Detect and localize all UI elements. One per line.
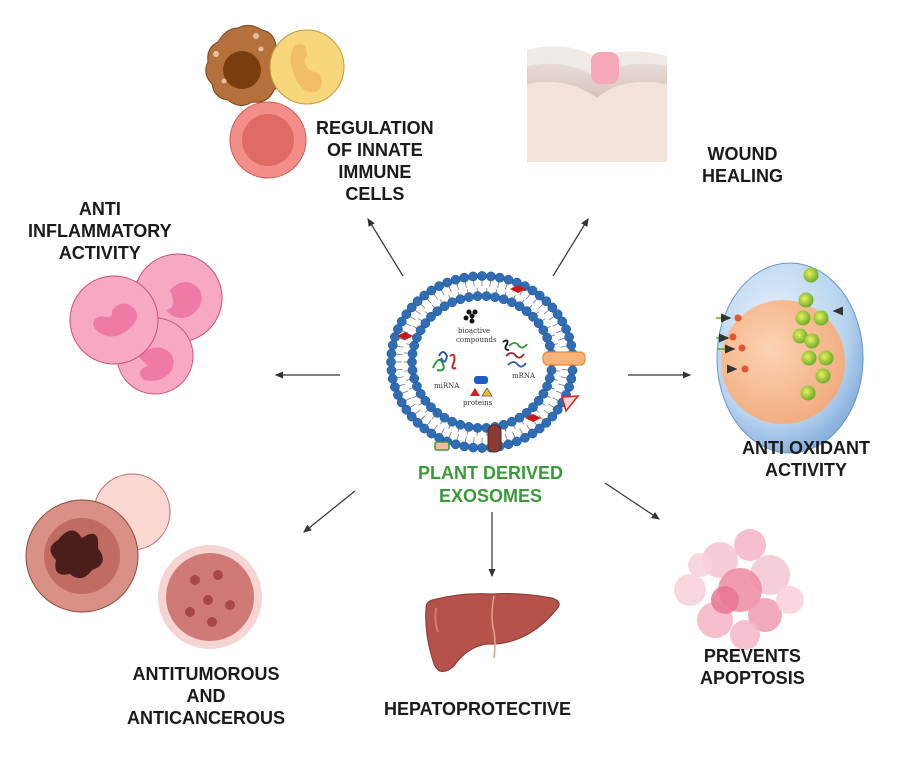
label-line: EXOSOMES xyxy=(438,486,543,506)
apoptotic-cells-icon xyxy=(674,529,804,650)
label-line: WOUND xyxy=(707,144,778,164)
label-plant-derived-exosomes: PLANT DERIVED EXOSOMES xyxy=(418,462,563,508)
arrow-to-innate-immune xyxy=(367,217,404,277)
label-anti-oxidant: ANTI OXIDANT ACTIVITY xyxy=(742,437,870,481)
proteins-icon xyxy=(470,376,493,397)
mrna-icon xyxy=(502,339,528,368)
membrane-protein-brown xyxy=(487,424,502,453)
arrow-to-antitumorous xyxy=(303,490,356,533)
mirna-icon xyxy=(432,351,457,372)
label-line: ANTI xyxy=(78,199,121,219)
label-hepatoprotective: HEPATOPROTECTIVE xyxy=(384,698,571,720)
label-innate-immune: REGULATION OF INNATE IMMUNE CELLS xyxy=(316,117,434,205)
label-apoptosis: PREVENTS APOPTOSIS xyxy=(700,645,805,689)
label-line: IMMUNE xyxy=(338,162,412,182)
membrane-protein-orange xyxy=(542,351,586,366)
membrane-protein-red-1 xyxy=(510,285,526,293)
label-wound-healing: WOUND HEALING xyxy=(702,143,783,187)
mirna-label: miRNA xyxy=(434,382,460,390)
membrane-protein-green xyxy=(434,441,450,451)
bioactive-label-1: bioactive xyxy=(458,327,490,335)
bioactive-label-2: compounds xyxy=(456,336,497,344)
label-line: ACTIVITY xyxy=(58,243,141,263)
label-line: HEPATOPROTECTIVE xyxy=(384,699,572,719)
lipid-bilayer-inner xyxy=(403,288,561,436)
label-line: APOPTOSIS xyxy=(700,668,805,688)
label-line: AND xyxy=(186,686,226,706)
antioxidant-cell-icon xyxy=(716,262,864,454)
label-line: ACTIVITY xyxy=(764,460,847,480)
label-anti-inflammatory: ANTI INFLAMMATORY ACTIVITY xyxy=(28,198,172,264)
label-line: INFLAMMATORY xyxy=(28,221,172,241)
arrows xyxy=(274,217,692,578)
liver-icon xyxy=(425,593,560,672)
membrane-protein-triangle xyxy=(561,395,580,413)
label-line: PREVENTS xyxy=(703,646,801,666)
innate-immune-cells-icon xyxy=(205,24,345,179)
label-line: CELLS xyxy=(345,184,405,204)
arrow-to-apoptosis xyxy=(604,482,660,520)
arrow-to-wound-healing xyxy=(552,217,589,277)
label-line: ANTICANCEROUS xyxy=(127,708,286,728)
membrane-protein-red-3 xyxy=(525,414,541,422)
exosome-icon: bioactive compounds miRNA mRNA proteins xyxy=(386,271,586,453)
label-line: HEALING xyxy=(702,166,783,186)
bioactive-compounds-icon xyxy=(463,309,478,324)
inflammatory-cells-icon xyxy=(69,253,223,395)
label-antitumorous: ANTITUMOROUS AND ANTICANCEROUS xyxy=(127,663,285,729)
tumor-cells-icon xyxy=(25,473,262,649)
label-line: ANTITUMOROUS xyxy=(132,664,280,684)
proteins-label: proteins xyxy=(463,399,493,407)
membrane-protein-red-2 xyxy=(397,332,413,340)
label-line: PLANT DERIVED xyxy=(418,463,564,483)
mrna-label: mRNA xyxy=(512,372,536,380)
label-line: ANTI OXIDANT xyxy=(742,438,870,458)
wound-skin-icon xyxy=(527,46,667,162)
label-line: OF INNATE xyxy=(327,140,423,160)
label-line: REGULATION xyxy=(316,118,434,138)
